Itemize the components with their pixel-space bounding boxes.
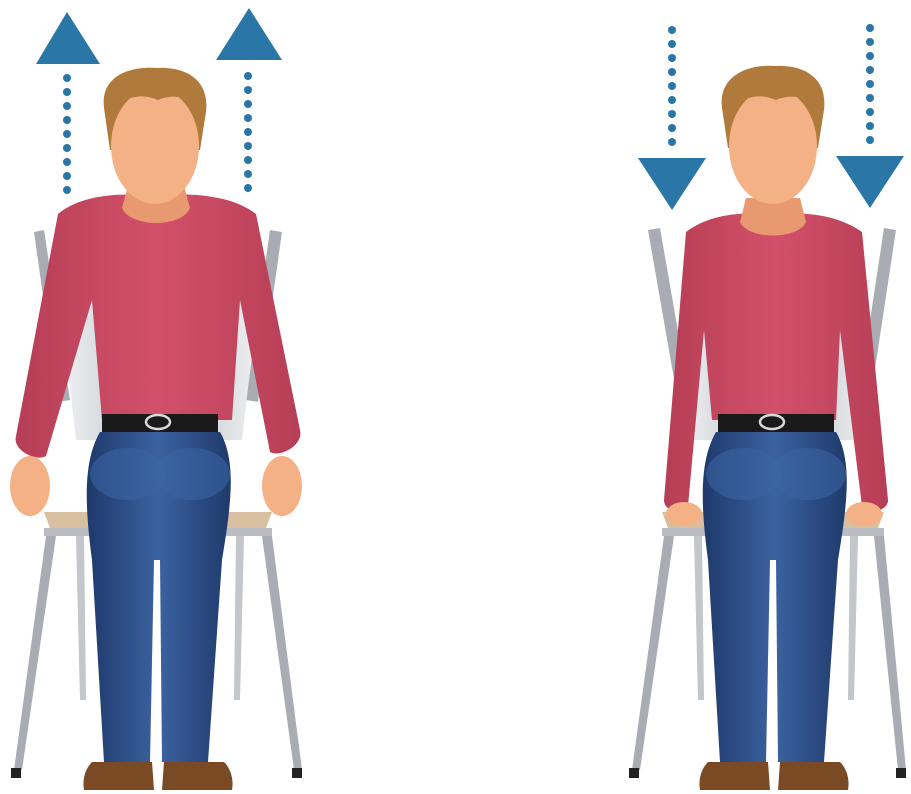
right-head: [722, 66, 825, 204]
left-head: [104, 68, 207, 204]
right-arrow-down-1: [638, 26, 706, 210]
left-arrow-up-2: [216, 8, 282, 192]
right-figure: [629, 24, 906, 790]
right-hand-1: [666, 502, 702, 526]
left-arrow-up-1: [36, 12, 100, 194]
left-figure: [10, 8, 302, 790]
left-hand-1: [10, 456, 50, 516]
right-shoe-1: [699, 762, 770, 790]
left-shoe-2: [162, 762, 233, 790]
left-shoe-1: [83, 762, 154, 790]
left-hand-2: [262, 456, 302, 516]
right-hand-2: [846, 502, 882, 526]
right-arrow-down-2: [836, 24, 904, 208]
right-shoe-2: [778, 762, 849, 790]
